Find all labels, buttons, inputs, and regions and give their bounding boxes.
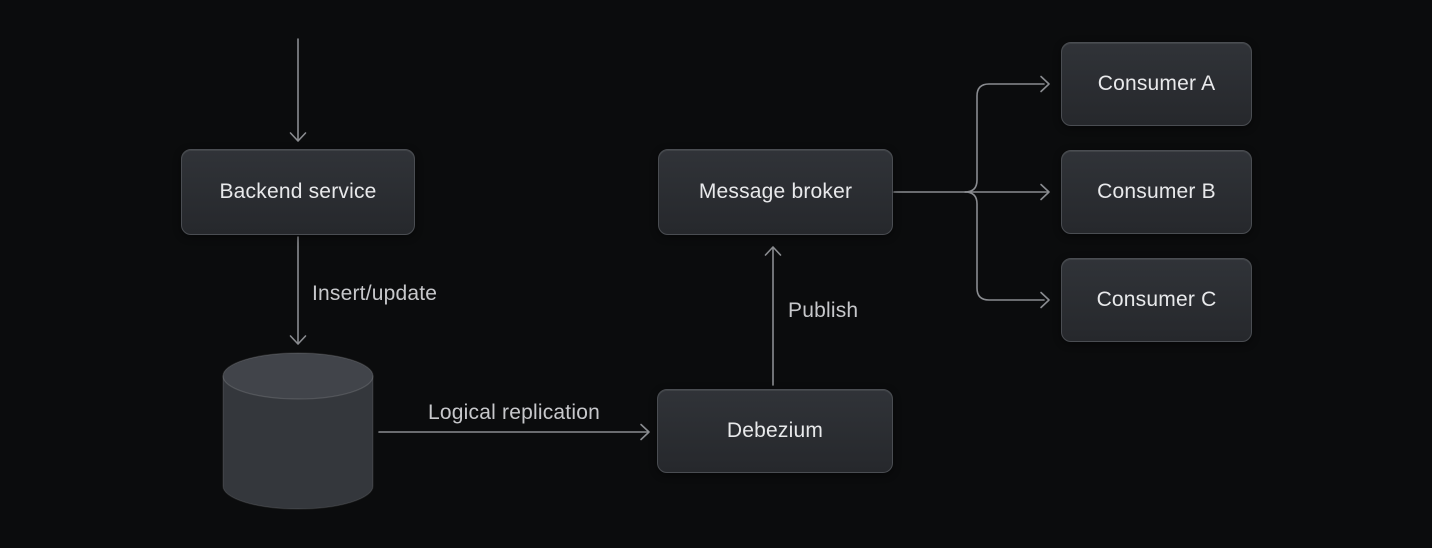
node-consumer-a: Consumer A [1061,42,1252,126]
edge-label-logical-replication: Logical replication [428,401,600,424]
arrow-broker-to-consumers [893,75,1050,309]
edge-label-publish: Publish [788,299,859,322]
edge-label-insert-update: Insert/update [312,282,438,305]
node-consumer-c: Consumer C [1061,258,1252,342]
arrow-backend-to-database [289,236,307,345]
node-backend-service-label: Backend service [219,180,377,203]
node-consumer-a-label: Consumer A [1097,72,1216,95]
database-cylinder-icon [222,352,374,510]
node-message-broker-label: Message broker [698,180,853,203]
node-backend-service: Backend service [181,149,415,235]
node-debezium-label: Debezium [726,419,824,442]
arrow-database-to-debezium [378,423,650,441]
arrow-inbound-to-backend [289,38,307,142]
node-consumer-c-label: Consumer C [1096,288,1217,311]
node-consumer-b-label: Consumer B [1097,180,1216,203]
node-debezium: Debezium [657,389,893,473]
arrow-debezium-to-broker [764,246,782,386]
node-message-broker: Message broker [658,149,893,235]
node-consumer-b: Consumer B [1061,150,1252,234]
